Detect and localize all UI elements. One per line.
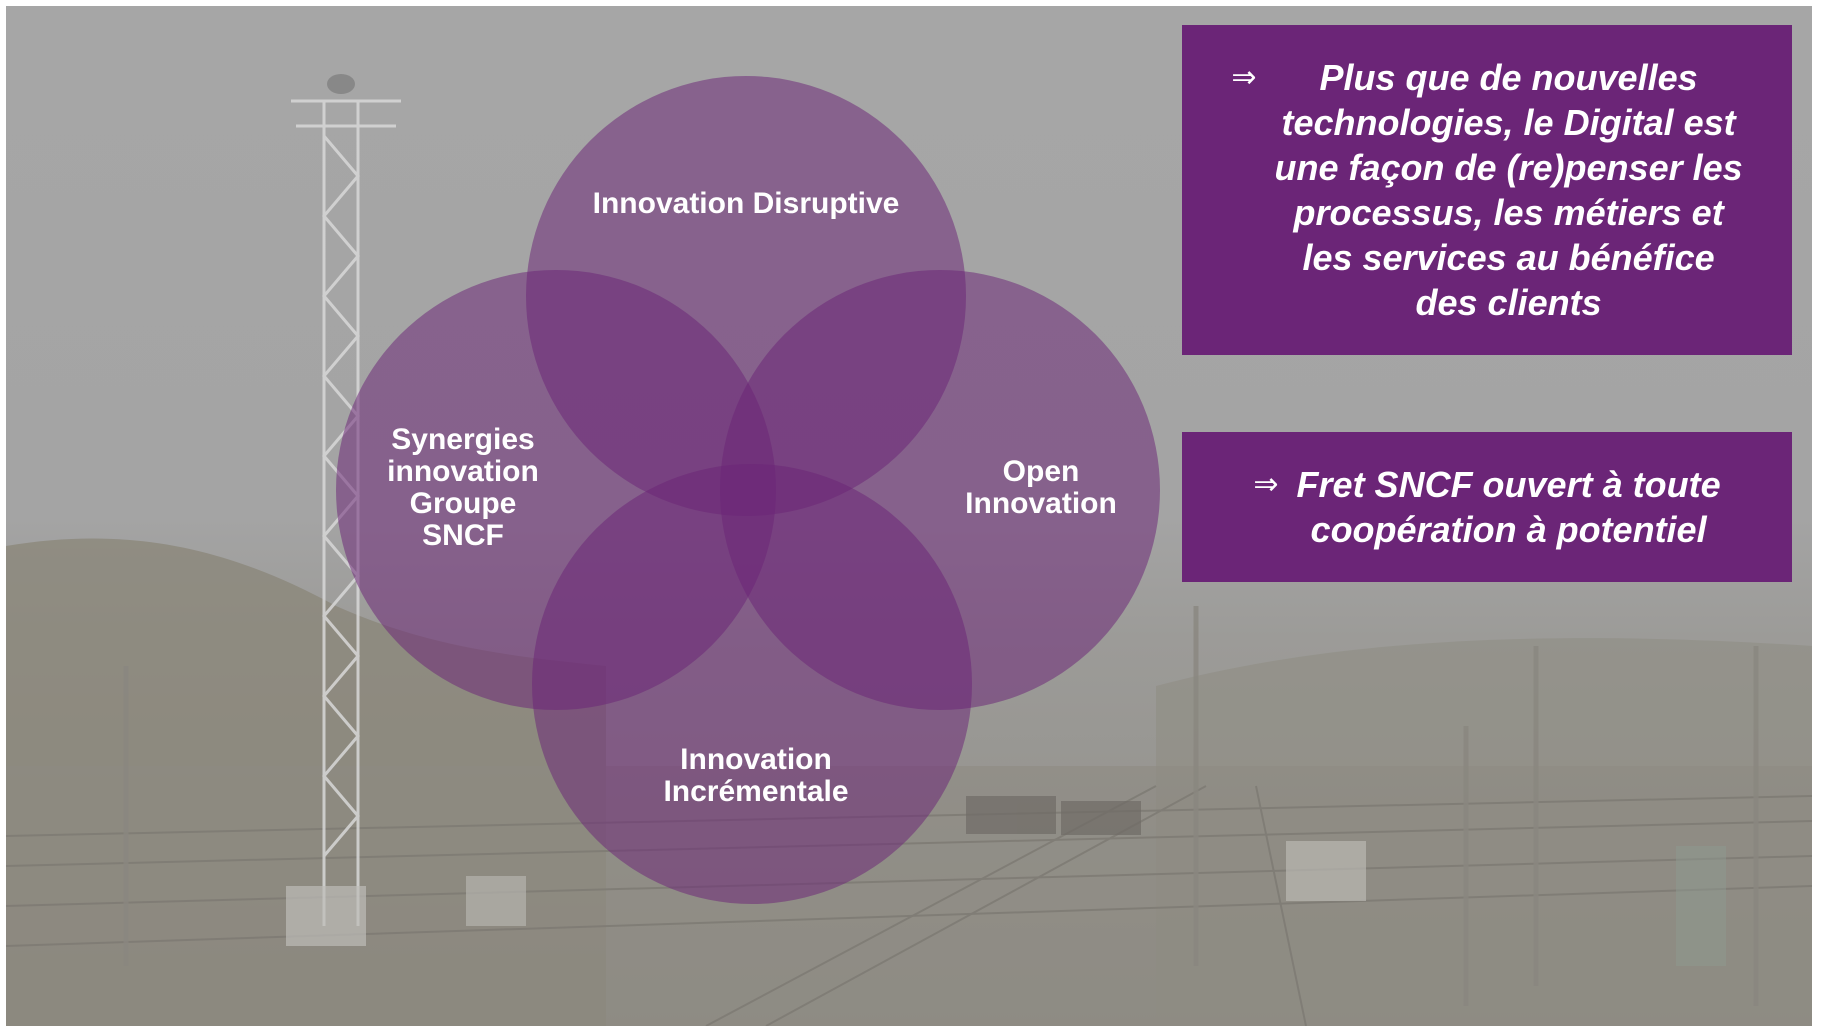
open-innovation-label: Open Innovation — [965, 455, 1117, 520]
synergies-innovation-label: Synergies innovation Groupe SNCF — [387, 423, 539, 552]
digital-callout-text: Plus que de nouvelles technologies, le D… — [1274, 57, 1743, 323]
digital-callout-box: ⇒ Plus que de nouvelles technologies, le… — [1182, 25, 1792, 355]
innovation-incrementale-label: Innovation Incrémentale — [663, 743, 849, 808]
implies-arrow-icon: ⇒ — [1231, 61, 1257, 94]
venn-diagram — [336, 76, 1160, 904]
slide: Innovation Disruptive Synergies innovati… — [6, 6, 1812, 1026]
venn-circle-bottom — [532, 464, 972, 904]
fret-sncf-callout-box: ⇒ Fret SNCF ouvert à toute coopération à… — [1182, 432, 1792, 582]
implies-arrow-icon: ⇒ — [1253, 468, 1279, 501]
fret-sncf-callout-text: Fret SNCF ouvert à toute coopération à p… — [1296, 464, 1721, 550]
innovation-disruptive-label: Innovation Disruptive — [592, 187, 900, 220]
